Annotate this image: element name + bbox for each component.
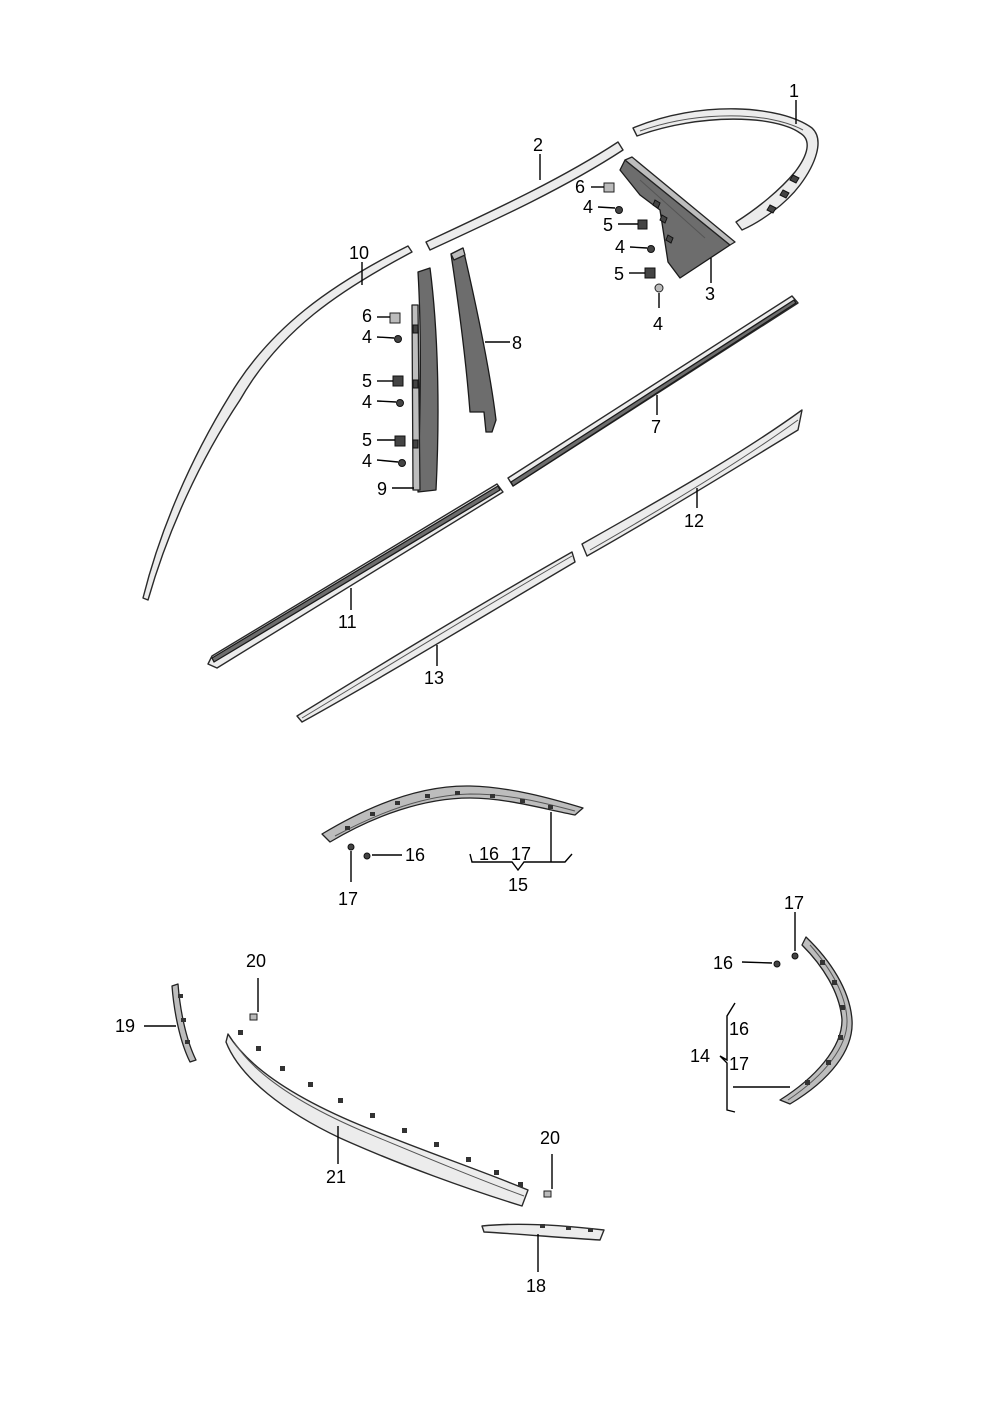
clip-16-right[interactable]	[773, 960, 781, 968]
clip-17-right[interactable]	[791, 952, 799, 960]
clip-20-right[interactable]	[543, 1190, 552, 1198]
part-10-a-pillar-trim[interactable]	[142, 245, 413, 601]
clip-4-upper-c[interactable]	[654, 283, 664, 293]
callout-11: 11	[338, 612, 357, 632]
callout-10: 10	[349, 243, 369, 263]
callout-3: 3	[705, 284, 715, 304]
clip-17-middle[interactable]	[347, 843, 355, 851]
clip-5-lower-a[interactable]	[392, 375, 404, 387]
callout-4e: 4	[362, 392, 372, 412]
part-21-side-skirt-trim[interactable]	[225, 1030, 529, 1207]
part-13-front-door-trim[interactable]	[296, 551, 576, 723]
callout-4b: 4	[615, 237, 625, 257]
clip-6-upper[interactable]	[603, 182, 615, 193]
callout-15-17: 17	[511, 844, 531, 864]
callout-5d: 5	[362, 430, 372, 450]
leader-16b	[741, 961, 773, 964]
callout-15: 15	[508, 875, 528, 895]
clip-4-lower-b[interactable]	[396, 399, 404, 407]
callout-9: 9	[377, 479, 387, 499]
part-11-front-beltline-trim[interactable]	[207, 483, 504, 669]
callout-5a: 5	[603, 215, 613, 235]
bracket-14	[719, 1002, 736, 1113]
callout-21: 21	[326, 1167, 346, 1187]
callout-13: 13	[424, 668, 444, 688]
callout-4f: 4	[362, 451, 372, 471]
callout-4d: 4	[362, 327, 372, 347]
part-2-roof-trim[interactable]	[425, 141, 624, 251]
clip-5-lower-b[interactable]	[394, 435, 406, 447]
clip-5-upper-a[interactable]	[637, 219, 648, 230]
callout-19: 19	[115, 1016, 135, 1036]
clip-5-upper-b[interactable]	[644, 267, 656, 279]
callout-16b: 16	[713, 953, 733, 973]
callout-17b: 17	[784, 893, 804, 913]
clip-4-upper-b[interactable]	[647, 245, 655, 253]
callout-14-17: 17	[729, 1054, 749, 1074]
clip-4-lower-a[interactable]	[394, 335, 402, 343]
callout-14: 14	[690, 1046, 710, 1066]
callout-6b: 6	[362, 306, 372, 326]
callout-4c: 4	[653, 314, 663, 334]
callout-17a: 17	[338, 889, 358, 909]
part-7-rear-beltline-trim[interactable]	[507, 295, 799, 487]
callout-14-16: 16	[729, 1019, 749, 1039]
part-19-front-arch-end[interactable]	[171, 983, 197, 1063]
leader-4f	[376, 459, 399, 463]
callout-12: 12	[684, 511, 704, 531]
part-15-wheel-arch-trim[interactable]	[321, 785, 584, 843]
part-3-rear-pillar-trim[interactable]	[619, 156, 736, 279]
callout-7: 7	[651, 417, 661, 437]
leader-4b	[629, 246, 648, 249]
part-9-b-pillar-trim[interactable]	[411, 267, 439, 493]
clip-20-left[interactable]	[249, 1013, 258, 1021]
part-14-wheel-arch-extension[interactable]	[779, 936, 853, 1105]
callout-15-16: 16	[479, 844, 499, 864]
callout-16a: 16	[405, 845, 425, 865]
part-8-b-pillar-cover[interactable]	[450, 247, 497, 433]
leader-4e	[376, 400, 397, 403]
part-18-rear-arch-end[interactable]	[481, 1223, 605, 1241]
callout-18: 18	[526, 1276, 546, 1296]
callout-6a: 6	[575, 177, 585, 197]
part-12-rear-door-trim[interactable]	[581, 409, 803, 557]
bracket-15	[469, 853, 573, 872]
callout-20b: 20	[540, 1128, 560, 1148]
callout-8: 8	[512, 333, 522, 353]
clip-6-lower[interactable]	[389, 312, 401, 324]
callout-2: 2	[533, 135, 543, 155]
callout-4a: 4	[583, 197, 593, 217]
part-1-window-frame-trim[interactable]	[632, 108, 819, 231]
clip-4-lower-c[interactable]	[398, 459, 406, 467]
callout-1: 1	[789, 81, 799, 101]
callout-20a: 20	[246, 951, 266, 971]
clip-16-middle[interactable]	[363, 852, 371, 860]
callout-5c: 5	[362, 371, 372, 391]
clip-4-upper-a[interactable]	[615, 206, 623, 214]
leader-4d	[376, 336, 395, 339]
callout-5b: 5	[614, 264, 624, 284]
leader-4a	[597, 206, 616, 209]
